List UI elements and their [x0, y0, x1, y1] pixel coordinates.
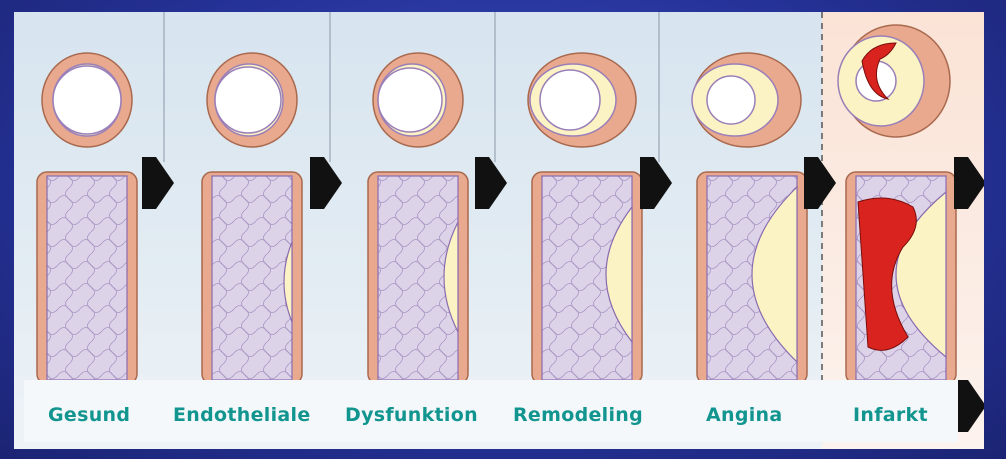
vessel-remodeling	[532, 172, 642, 384]
stage-label-dysfunktion: Dysfunktion	[345, 404, 478, 426]
right-arrow-icon	[475, 157, 507, 209]
lumen	[215, 67, 281, 133]
label-bar	[24, 380, 958, 442]
vessel-endothelial	[202, 172, 302, 384]
cross-section-infarkt	[838, 25, 950, 137]
stage-label-remodeling: Remodeling	[513, 404, 643, 426]
cross-section-gesund	[42, 53, 132, 147]
vessel-intima	[212, 176, 292, 380]
vessel-dysfunktion	[368, 172, 468, 384]
lumen	[53, 66, 121, 134]
vessel-intima	[47, 176, 127, 380]
stage-label-angina: Angina	[706, 404, 783, 426]
vessel-infarkt	[846, 172, 956, 384]
lumen	[707, 76, 755, 124]
right-arrow-icon	[804, 157, 836, 209]
lumen	[540, 70, 600, 130]
lumen	[378, 68, 442, 132]
vessel-angina	[697, 172, 807, 384]
stage-label-endotheliale: Endotheliale	[173, 404, 311, 426]
vessel-gesund	[37, 172, 137, 384]
stage-label-gesund: Gesund	[48, 404, 130, 426]
cross-section-angina	[692, 53, 801, 147]
right-arrow-icon	[142, 157, 174, 209]
cross-section-remodeling	[528, 53, 636, 147]
right-arrow-icon	[640, 157, 672, 209]
cross-section-dysfunktion	[373, 53, 463, 147]
right-arrow-icon	[310, 157, 342, 209]
cross-section-endothelial	[207, 53, 297, 147]
right-arrow-icon	[954, 380, 984, 432]
stage-label-infarkt: Infarkt	[853, 404, 928, 426]
right-arrow-icon	[954, 157, 984, 209]
